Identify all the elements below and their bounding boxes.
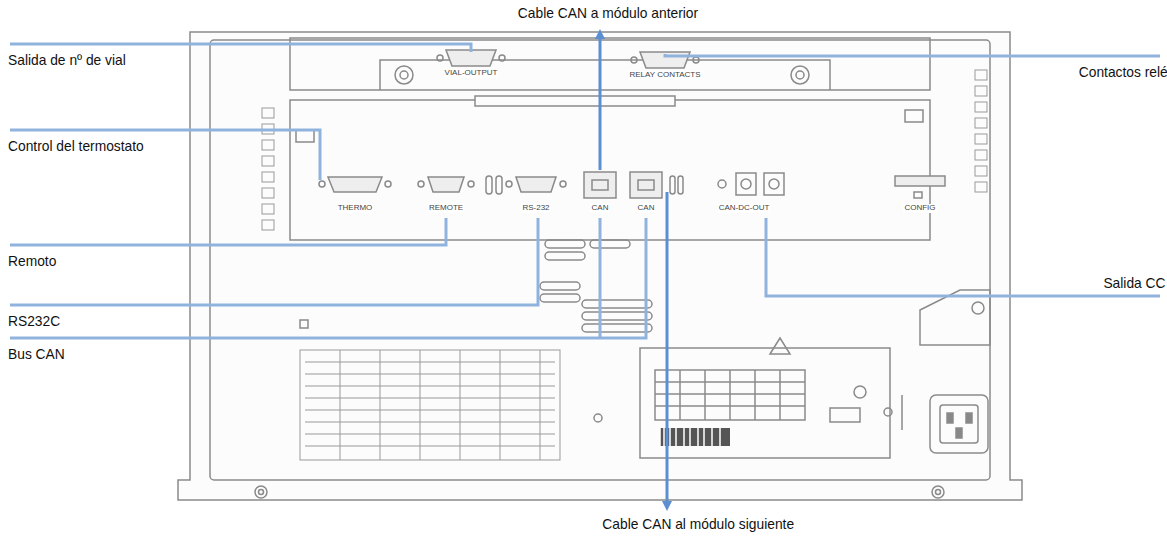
connector-label: RELAY CONTACTS	[628, 71, 701, 80]
connector-label: RS-232	[521, 204, 550, 213]
connector-label: REMOTE	[428, 204, 464, 213]
callout-label: Remoto	[8, 253, 56, 270]
callout-label: Salida CC	[1103, 275, 1165, 292]
callout-label: Cable CAN a módulo anterior	[518, 5, 698, 22]
callout-label: Salida de nº de vial	[8, 52, 126, 69]
callout-label: Bus CAN	[8, 346, 65, 363]
callout-label: Control del termostato	[8, 138, 144, 155]
connector-label: CONFIG	[903, 204, 936, 213]
connector-label: CAN-DC-OUT	[718, 204, 771, 213]
connector-label: CAN	[591, 204, 610, 213]
connector-label: THERMO	[337, 204, 374, 213]
callout-label: Cable CAN al módulo siguiente	[602, 516, 794, 533]
connector-label: CAN	[637, 204, 656, 213]
callout-label: Contactos relé	[1079, 64, 1167, 81]
connector-label: VIAL-OUTPUT	[444, 69, 499, 78]
callout-label: RS232C	[8, 313, 60, 330]
